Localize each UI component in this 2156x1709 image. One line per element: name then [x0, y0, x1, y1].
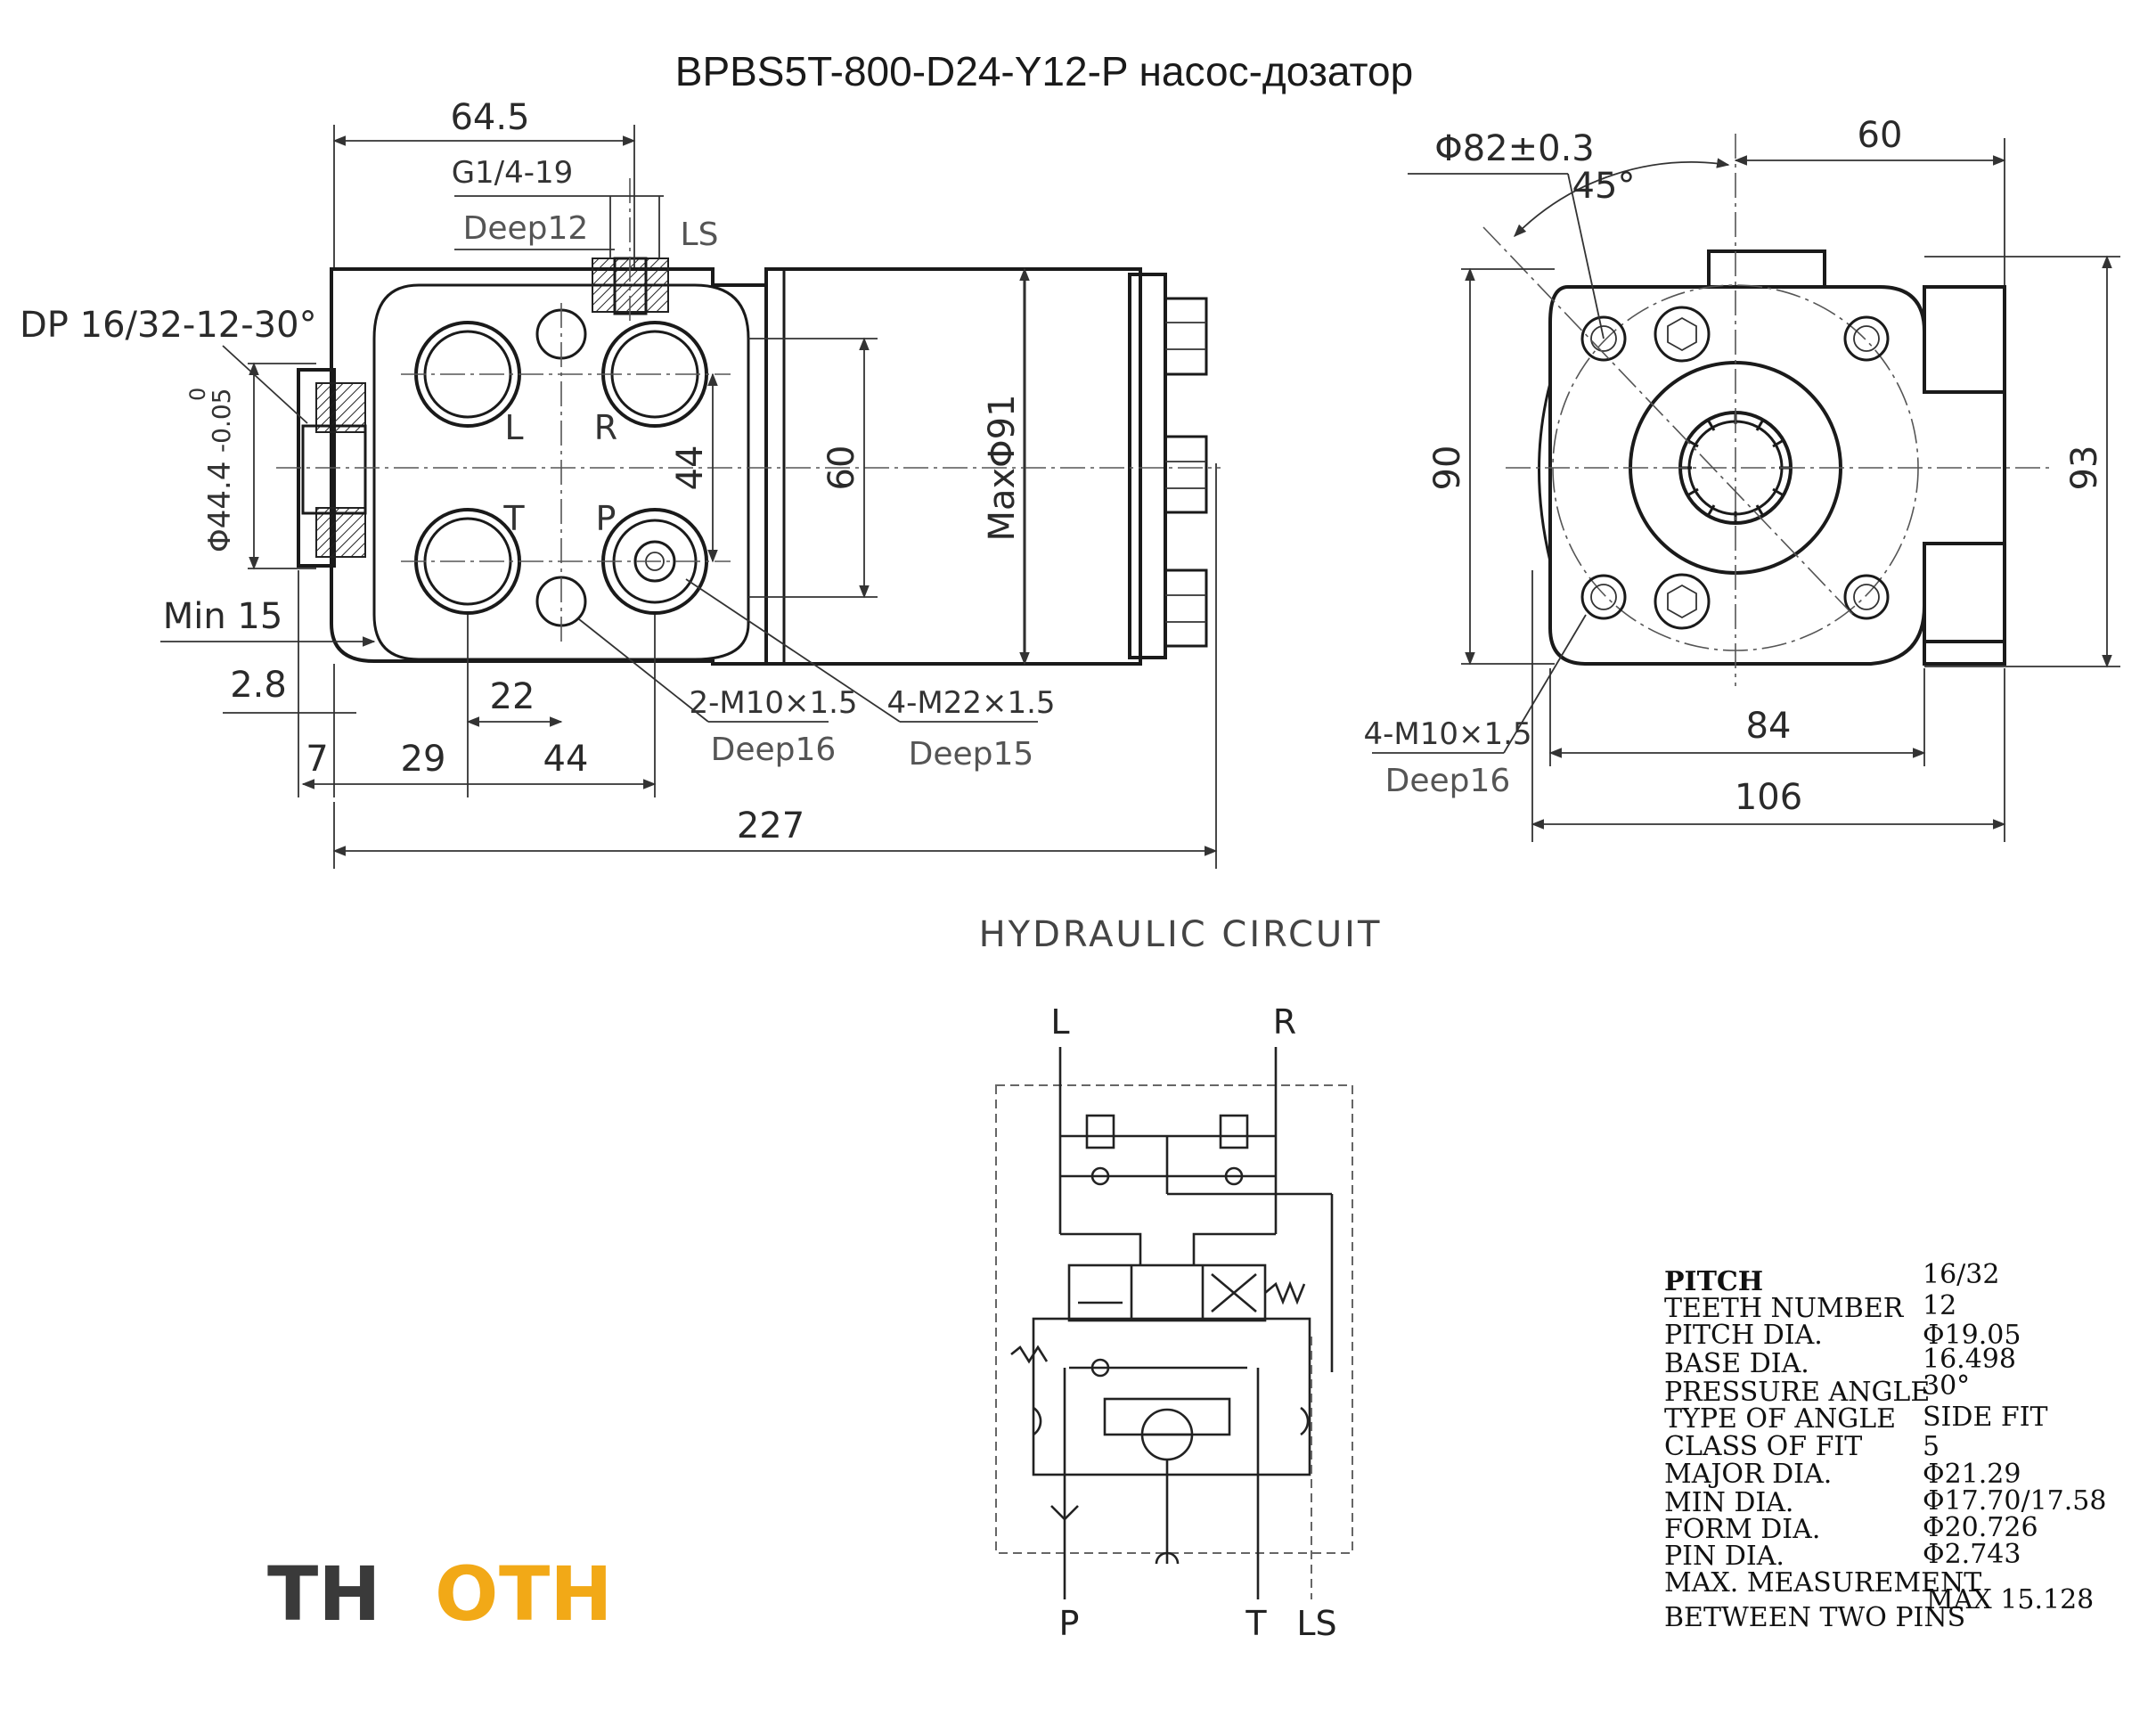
- spline-label: PITCH DIA.: [1664, 1320, 1823, 1351]
- spline-value: SIDE FIT: [1923, 1402, 2048, 1433]
- spline-table: PITCH 16/32 TEETH NUMBER 12 PITCH DIA. Φ…: [1664, 1259, 2106, 1633]
- spline-value: Φ2.743: [1923, 1539, 2021, 1570]
- motor-housing: [764, 267, 1142, 666]
- side-view: L R T P 64.5 G1/4-19 Deep12 LS DP 16/32-…: [20, 97, 1221, 869]
- dim-90: 90: [1427, 446, 1468, 491]
- dim-29: 29: [401, 739, 446, 780]
- logo-text-th-2: TH: [499, 1550, 613, 1638]
- dim-22: 22: [490, 676, 535, 717]
- spline-label: BASE DIA.: [1664, 1348, 1809, 1379]
- dim-2-8: 2.8: [230, 665, 287, 706]
- dim-deep12: Deep12: [463, 210, 589, 247]
- dim-tol-upper: 0: [185, 388, 210, 401]
- circuit-port-r: R: [1273, 1002, 1296, 1042]
- dim-45-deg: 45°: [1572, 166, 1636, 207]
- dim-deep16-front: Deep16: [1385, 763, 1511, 799]
- dim-ls: LS: [681, 217, 719, 253]
- dim-2-m10: 2-M10×1.5: [689, 685, 857, 721]
- circuit-port-t: T: [1245, 1604, 1267, 1643]
- spline-label-max-1: MAX. MEASUREMENT: [1664, 1567, 1981, 1599]
- spline-value-max: MAX 15.128: [1926, 1584, 2094, 1615]
- dim-min-15: Min 15: [163, 596, 283, 637]
- circuit-title: HYDRAULIC CIRCUIT: [979, 914, 1383, 955]
- spline-value: 16.498: [1923, 1344, 2016, 1375]
- dim-g14-19: G1/4-19: [452, 155, 574, 191]
- dim-44: 44: [543, 739, 589, 780]
- spline-label-max-2: BETWEEN TWO PINS: [1664, 1602, 1965, 1633]
- spline-label: PITCH: [1664, 1266, 1763, 1297]
- end-cap: [1128, 273, 1167, 659]
- drawing-title: BPBS5T-800-D24-Y12-P насос-дозатор: [675, 48, 1413, 94]
- dim-106: 106: [1735, 777, 1802, 818]
- dim-7: 7: [306, 739, 328, 780]
- dim-60-vertical: 60: [821, 446, 862, 491]
- port-label-l: L: [504, 408, 523, 447]
- dim-64-5: 64.5: [450, 97, 529, 138]
- dim-227: 227: [737, 805, 804, 846]
- spline-label: PRESSURE ANGLE: [1664, 1377, 1930, 1408]
- port-label-p: P: [596, 499, 617, 538]
- spline-value: Φ20.726: [1923, 1512, 2038, 1543]
- spline-label: TYPE OF ANGLE: [1664, 1403, 1896, 1435]
- spline-label: CLASS OF FIT: [1664, 1431, 1862, 1462]
- valve-face: [372, 283, 750, 661]
- spline-label: MIN DIA.: [1664, 1487, 1793, 1518]
- dim-tol-lower: -0.05: [207, 388, 236, 453]
- spline-value: 12: [1923, 1290, 1956, 1321]
- spline-value: 30°: [1923, 1370, 1970, 1402]
- circuit-port-ls: LS: [1296, 1604, 1336, 1643]
- circuit-port-p: P: [1059, 1604, 1080, 1643]
- dim-84: 84: [1746, 706, 1792, 747]
- circuit-envelope: [995, 1084, 1353, 1554]
- circuit-port-l: L: [1050, 1002, 1069, 1042]
- dim-93: 93: [2064, 446, 2105, 491]
- hydraulic-circuit: HYDRAULIC CIRCUIT L R: [979, 914, 1383, 1643]
- dim-dp-spline: DP 16/32-12-30°: [20, 305, 317, 346]
- spline-label: PIN DIA.: [1664, 1541, 1784, 1572]
- dim-60-front: 60: [1858, 115, 1903, 156]
- dim-4-m10: 4-M10×1.5: [1363, 716, 1531, 752]
- dim-dia-44-4: Φ44.4: [202, 462, 238, 552]
- dim-44-vertical: 44: [670, 446, 711, 491]
- spline-value: Φ17.70/17.58: [1923, 1485, 2106, 1517]
- dim-dia-82: Φ82±0.3: [1434, 128, 1595, 169]
- spline-value: Φ21.29: [1923, 1459, 2021, 1490]
- dim-max-dia-91: MaxΦ91: [982, 394, 1023, 541]
- dim-deep16-side: Deep16: [711, 732, 837, 768]
- logo-text-o: O: [435, 1550, 498, 1638]
- end-bolts: [1164, 297, 1208, 648]
- spline-label: MAJOR DIA.: [1664, 1459, 1832, 1490]
- port-label-r: R: [594, 408, 617, 447]
- dim-4-m22: 4-M22×1.5: [886, 685, 1055, 721]
- spline-value: Φ19.05: [1923, 1320, 2021, 1351]
- dim-deep15: Deep15: [909, 736, 1034, 773]
- spline-value: 16/32: [1923, 1259, 1999, 1290]
- front-view: Φ82±0.3 45° 60 90 93 4-M10×1.5 Deep16: [1363, 115, 2120, 842]
- front-body-outline: [1548, 285, 2006, 666]
- logo-text-th-1: TH: [267, 1550, 381, 1638]
- port-label-t: T: [502, 499, 525, 538]
- spline-label: FORM DIA.: [1664, 1514, 1820, 1545]
- spline-label: TEETH NUMBER: [1664, 1293, 1905, 1324]
- spline-value: 5: [1923, 1431, 1940, 1462]
- thoth-logo: TH O TH: [267, 1550, 613, 1638]
